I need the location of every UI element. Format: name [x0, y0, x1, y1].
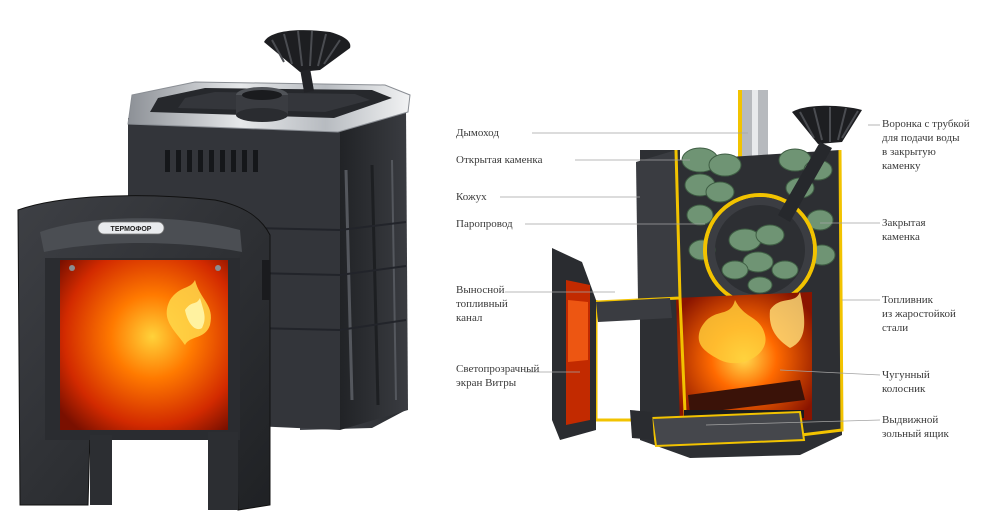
label-steam-line: Паропровод: [456, 218, 513, 230]
leader-lines: [500, 124, 881, 426]
label-glass-screen: Светопрозрачный экран Витры: [456, 363, 540, 389]
fire-window: [60, 260, 228, 430]
label-open-heater: Открытая каменка: [456, 154, 543, 166]
label-grate: Чугунный колосник: [882, 369, 930, 395]
brand-plate: ТЕРМОФОР: [111, 226, 152, 233]
label-chimney: Дымоход: [456, 127, 499, 139]
stove-door: ТЕРМОФОР: [17, 195, 271, 511]
label-fuel-channel: Выносной топливный канал: [456, 284, 508, 324]
stones: [681, 147, 836, 294]
funnel-icon: [264, 30, 351, 93]
label-closed-heater: Закрытая каменка: [882, 217, 926, 243]
ash-drawer: [650, 410, 806, 448]
label-funnel: Воронка с трубкой для подачи воды в закр…: [882, 118, 970, 172]
label-firebox: Топливник из жаростойкой стали: [882, 294, 956, 334]
cutaway-funnel-icon: [778, 105, 862, 222]
vent-slots: [165, 150, 258, 172]
stove-cutaway: [552, 90, 862, 458]
label-casing: Кожух: [456, 191, 487, 203]
label-ash-drawer: Выдвижной зольный ящик: [882, 414, 949, 440]
